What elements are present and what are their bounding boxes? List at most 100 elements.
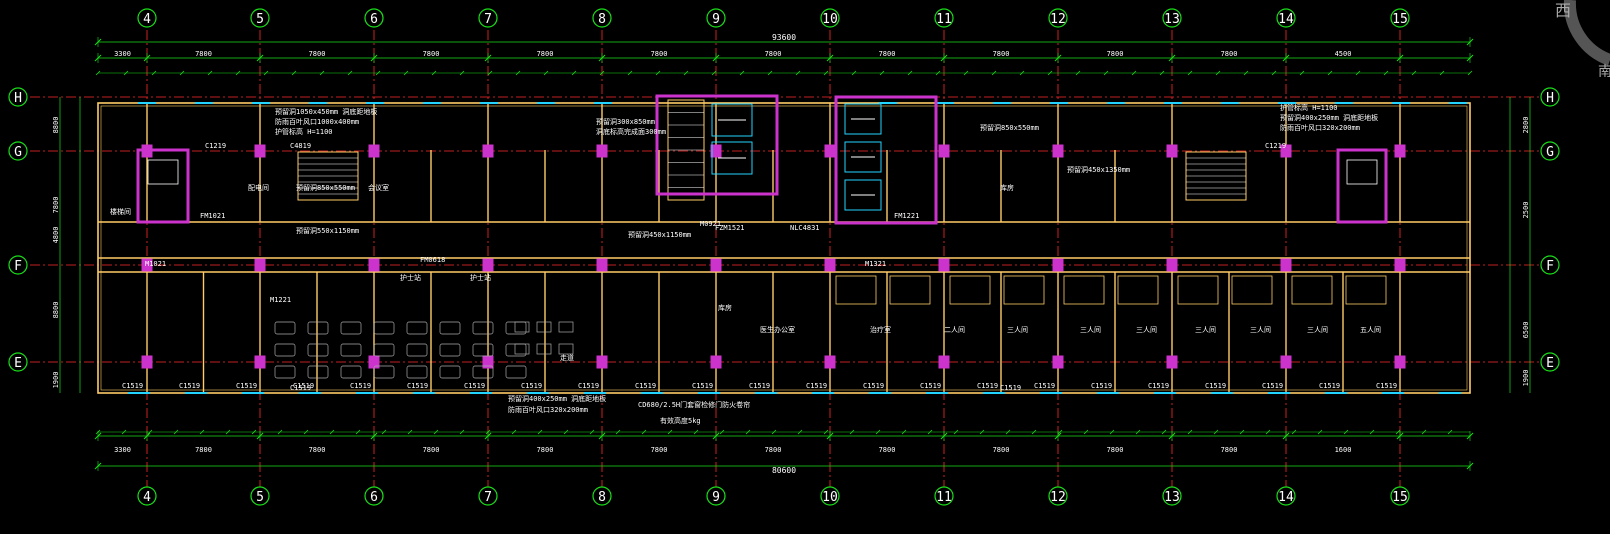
axis-bubble-9 (706, 8, 726, 28)
column (938, 258, 950, 272)
dim-fine-top-tick (1243, 70, 1249, 76)
window-tag-south: C1519 (407, 382, 428, 390)
dim-fine-top-tick (1075, 70, 1081, 76)
window-tag-south: C1519 (1376, 382, 1397, 390)
dim-bay-top-text: 7800 (993, 50, 1010, 58)
axis-label-4: 4 (143, 12, 151, 27)
axis-label-11: 11 (936, 12, 952, 27)
desk (373, 365, 395, 379)
dim-fine-bottom-tick (1369, 429, 1375, 435)
row-label-E: E (1546, 356, 1554, 371)
desk (439, 321, 461, 335)
bathroom-block (949, 275, 991, 305)
dim-fine-bottom-tick (485, 429, 491, 435)
shaft-box (1346, 159, 1378, 185)
axis-label-8: 8 (598, 12, 606, 27)
row-label-G: G (14, 145, 22, 160)
dim-fine-top-tick (1047, 70, 1053, 76)
dim-fine-top-tick (683, 70, 689, 76)
core-shaft (834, 95, 938, 225)
dim-fine-bottom-tick (979, 429, 985, 435)
axis-label-13: 13 (1164, 490, 1180, 505)
axis-label-15: 15 (1392, 490, 1408, 505)
dim-left-text: 4800 (52, 227, 60, 244)
dim-bay-bottom-text: 7800 (195, 446, 212, 454)
row-label-E: E (14, 356, 22, 371)
dim-fine-bottom-tick (615, 429, 621, 435)
dim-overall-top-text: 93600 (772, 33, 796, 42)
window-tag-south: C1519 (350, 382, 371, 390)
dim-fine-top-tick (179, 70, 185, 76)
dim-fine-top-tick (767, 70, 773, 76)
axis-label-9: 9 (712, 490, 720, 505)
door-tag: FM0618 (420, 256, 445, 264)
axis-bubble-15 (1390, 8, 1410, 28)
column (368, 258, 380, 272)
desk (340, 343, 362, 357)
desk (536, 321, 552, 333)
annotation-note: 预留洞450x1150mm (628, 230, 691, 239)
annotation-note: 防雨百叶风口320x200mm (1280, 123, 1360, 132)
row-label-G: G (1546, 145, 1554, 160)
dim-fine-top-tick (1383, 70, 1389, 76)
column (1394, 355, 1406, 369)
dim-fine-bottom-tick (381, 429, 387, 435)
annotation-note: 防雨百叶风口320x200mm (508, 405, 588, 414)
bathroom-block (1003, 275, 1045, 305)
column (1052, 144, 1064, 158)
column (1394, 258, 1406, 272)
column (596, 355, 608, 369)
room-label: 三人间 (1250, 326, 1271, 334)
column (1052, 355, 1064, 369)
dim-fine-top-tick (599, 70, 605, 76)
row-bubble-G (1540, 141, 1560, 161)
column (1280, 258, 1292, 272)
bathroom-block (889, 275, 931, 305)
dim-bay-top-text: 7800 (879, 50, 896, 58)
dim-fine-bottom-tick (1057, 429, 1063, 435)
dim-bay-bottom-text: 7800 (1107, 446, 1124, 454)
room-label: 走道 (560, 353, 574, 362)
dim-right-text: 2800 (1522, 117, 1530, 134)
annotation-note: 防雨百叶风口1000x400mm (275, 117, 359, 126)
door-tag: NLC4831 (790, 224, 820, 232)
desk (514, 343, 530, 355)
door-tag: FZM1521 (715, 224, 745, 232)
door-tag: M1321 (865, 260, 886, 268)
bathroom-block (1177, 275, 1219, 305)
column (1280, 355, 1292, 369)
room-label: 三人间 (1307, 326, 1328, 334)
desk (514, 321, 530, 333)
dim-fine-bottom-tick (303, 429, 309, 435)
dim-fine-bottom-tick (1291, 429, 1297, 435)
annotation-note: 预留洞300x850mm (596, 117, 655, 126)
dim-fine-top-tick (795, 70, 801, 76)
exterior-wall (97, 102, 1471, 394)
dim-left-text: 8800 (52, 302, 60, 319)
dim-fine-top-tick (1131, 70, 1137, 76)
room-label: 二人间 (944, 326, 965, 334)
annotation-note: 有效高度5kg (660, 416, 701, 425)
door-tag: C1219 (1265, 142, 1286, 150)
bathroom-block (1231, 275, 1273, 305)
dim-fine-bottom-tick (1005, 429, 1011, 435)
room-label: 三人间 (1080, 326, 1101, 334)
row-label-F: F (14, 259, 22, 274)
annotation-note: 预留洞550x1150mm (296, 226, 359, 235)
dim-fine-top-tick (543, 70, 549, 76)
column (710, 258, 722, 272)
axis-label-14: 14 (1278, 12, 1294, 27)
dim-bay-top-text: 7800 (1221, 50, 1238, 58)
dim-fine-bottom-tick (693, 429, 699, 435)
row-bubble-H (8, 87, 28, 107)
dim-fine-bottom-tick (927, 429, 933, 435)
column (141, 355, 153, 369)
dim-fine-bottom-tick (511, 429, 517, 435)
dim-fine-bottom-tick (771, 429, 777, 435)
bathroom-block (1063, 275, 1105, 305)
dim-bay-top-text: 7800 (537, 50, 554, 58)
window-tag-south: C1519 (1148, 382, 1169, 390)
desk (274, 321, 296, 335)
annotation-note: 洞底标高完成面300mm (596, 127, 666, 136)
axis-bubble-10 (820, 486, 840, 506)
